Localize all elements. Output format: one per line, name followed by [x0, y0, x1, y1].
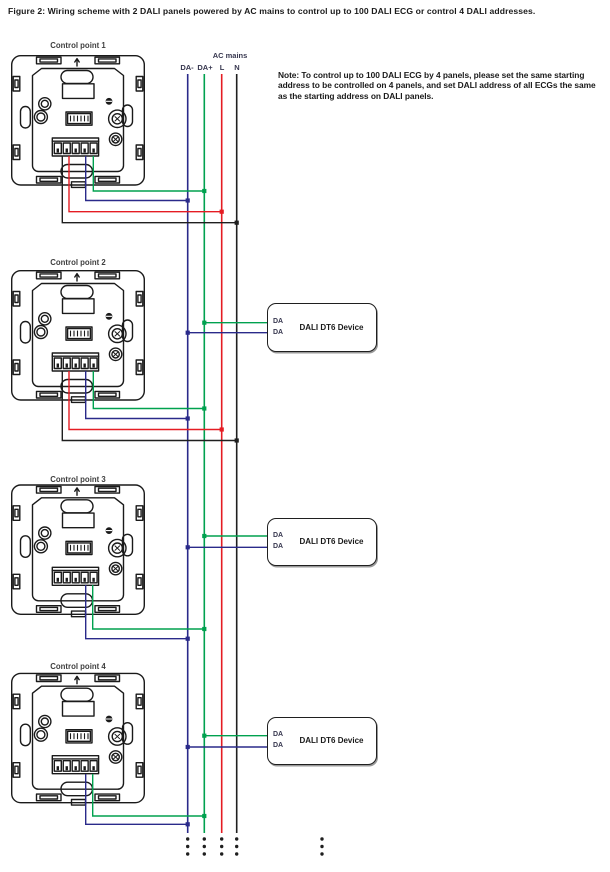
device-2-terminal-da-1: DA	[273, 532, 284, 540]
device-1-terminal-da-2: DA	[273, 328, 284, 336]
wires-live	[68, 156, 222, 431]
wires-neutral	[61, 156, 237, 442]
control-panel-1	[10, 55, 146, 189]
note-text: Note: To control up to 100 DALI ECG by 4…	[278, 70, 596, 101]
wires-da-minus	[85, 156, 267, 825]
device-3-terminal-da-2: DA	[273, 742, 284, 750]
continuation-dots	[186, 837, 324, 856]
figure-title: Figure 2: Wiring scheme with 2 DALI pane…	[8, 6, 536, 16]
control-point-3-label: Control point 3	[50, 474, 106, 484]
device-2-name: DALI DT6 Device	[299, 537, 364, 547]
control-point-1-label: Control point 1	[50, 40, 106, 50]
junctions-neutral	[234, 220, 239, 443]
dali-dt6-device-3: DA DA DALI DT6 Device	[267, 716, 377, 766]
dali-dt6-device-2: DA DA DALI DT6 Device	[267, 517, 377, 567]
control-panel-2	[10, 270, 146, 404]
bus-label-da-plus: DA+	[197, 63, 213, 72]
dali-dt6-device-1: DA DA DALI DT6 Device	[267, 303, 377, 352]
control-point-4-label: Control point 4	[50, 662, 106, 671]
junctions-da-minus	[185, 198, 190, 827]
device-2-terminal-da-2: DA	[273, 543, 284, 551]
ac-mains-label: AC mains	[212, 51, 248, 60]
bus-label-da-minus: DA-	[180, 63, 194, 72]
junctions-da-plus	[202, 188, 207, 819]
device-1-name: DALI DT6 Device	[299, 323, 364, 333]
control-panel-3	[10, 484, 146, 618]
device-1-terminal-da-1: DA	[273, 317, 284, 325]
device-3-name: DALI DT6 Device	[299, 736, 364, 746]
bus-label-live: L	[219, 63, 225, 72]
bus-label-neutral: N	[234, 63, 240, 72]
device-3-terminal-da-1: DA	[273, 731, 284, 739]
junctions-live	[219, 209, 224, 432]
control-point-2-label: Control point 2	[50, 258, 106, 267]
wires-da-plus	[92, 156, 267, 817]
control-panel-4	[10, 672, 146, 806]
